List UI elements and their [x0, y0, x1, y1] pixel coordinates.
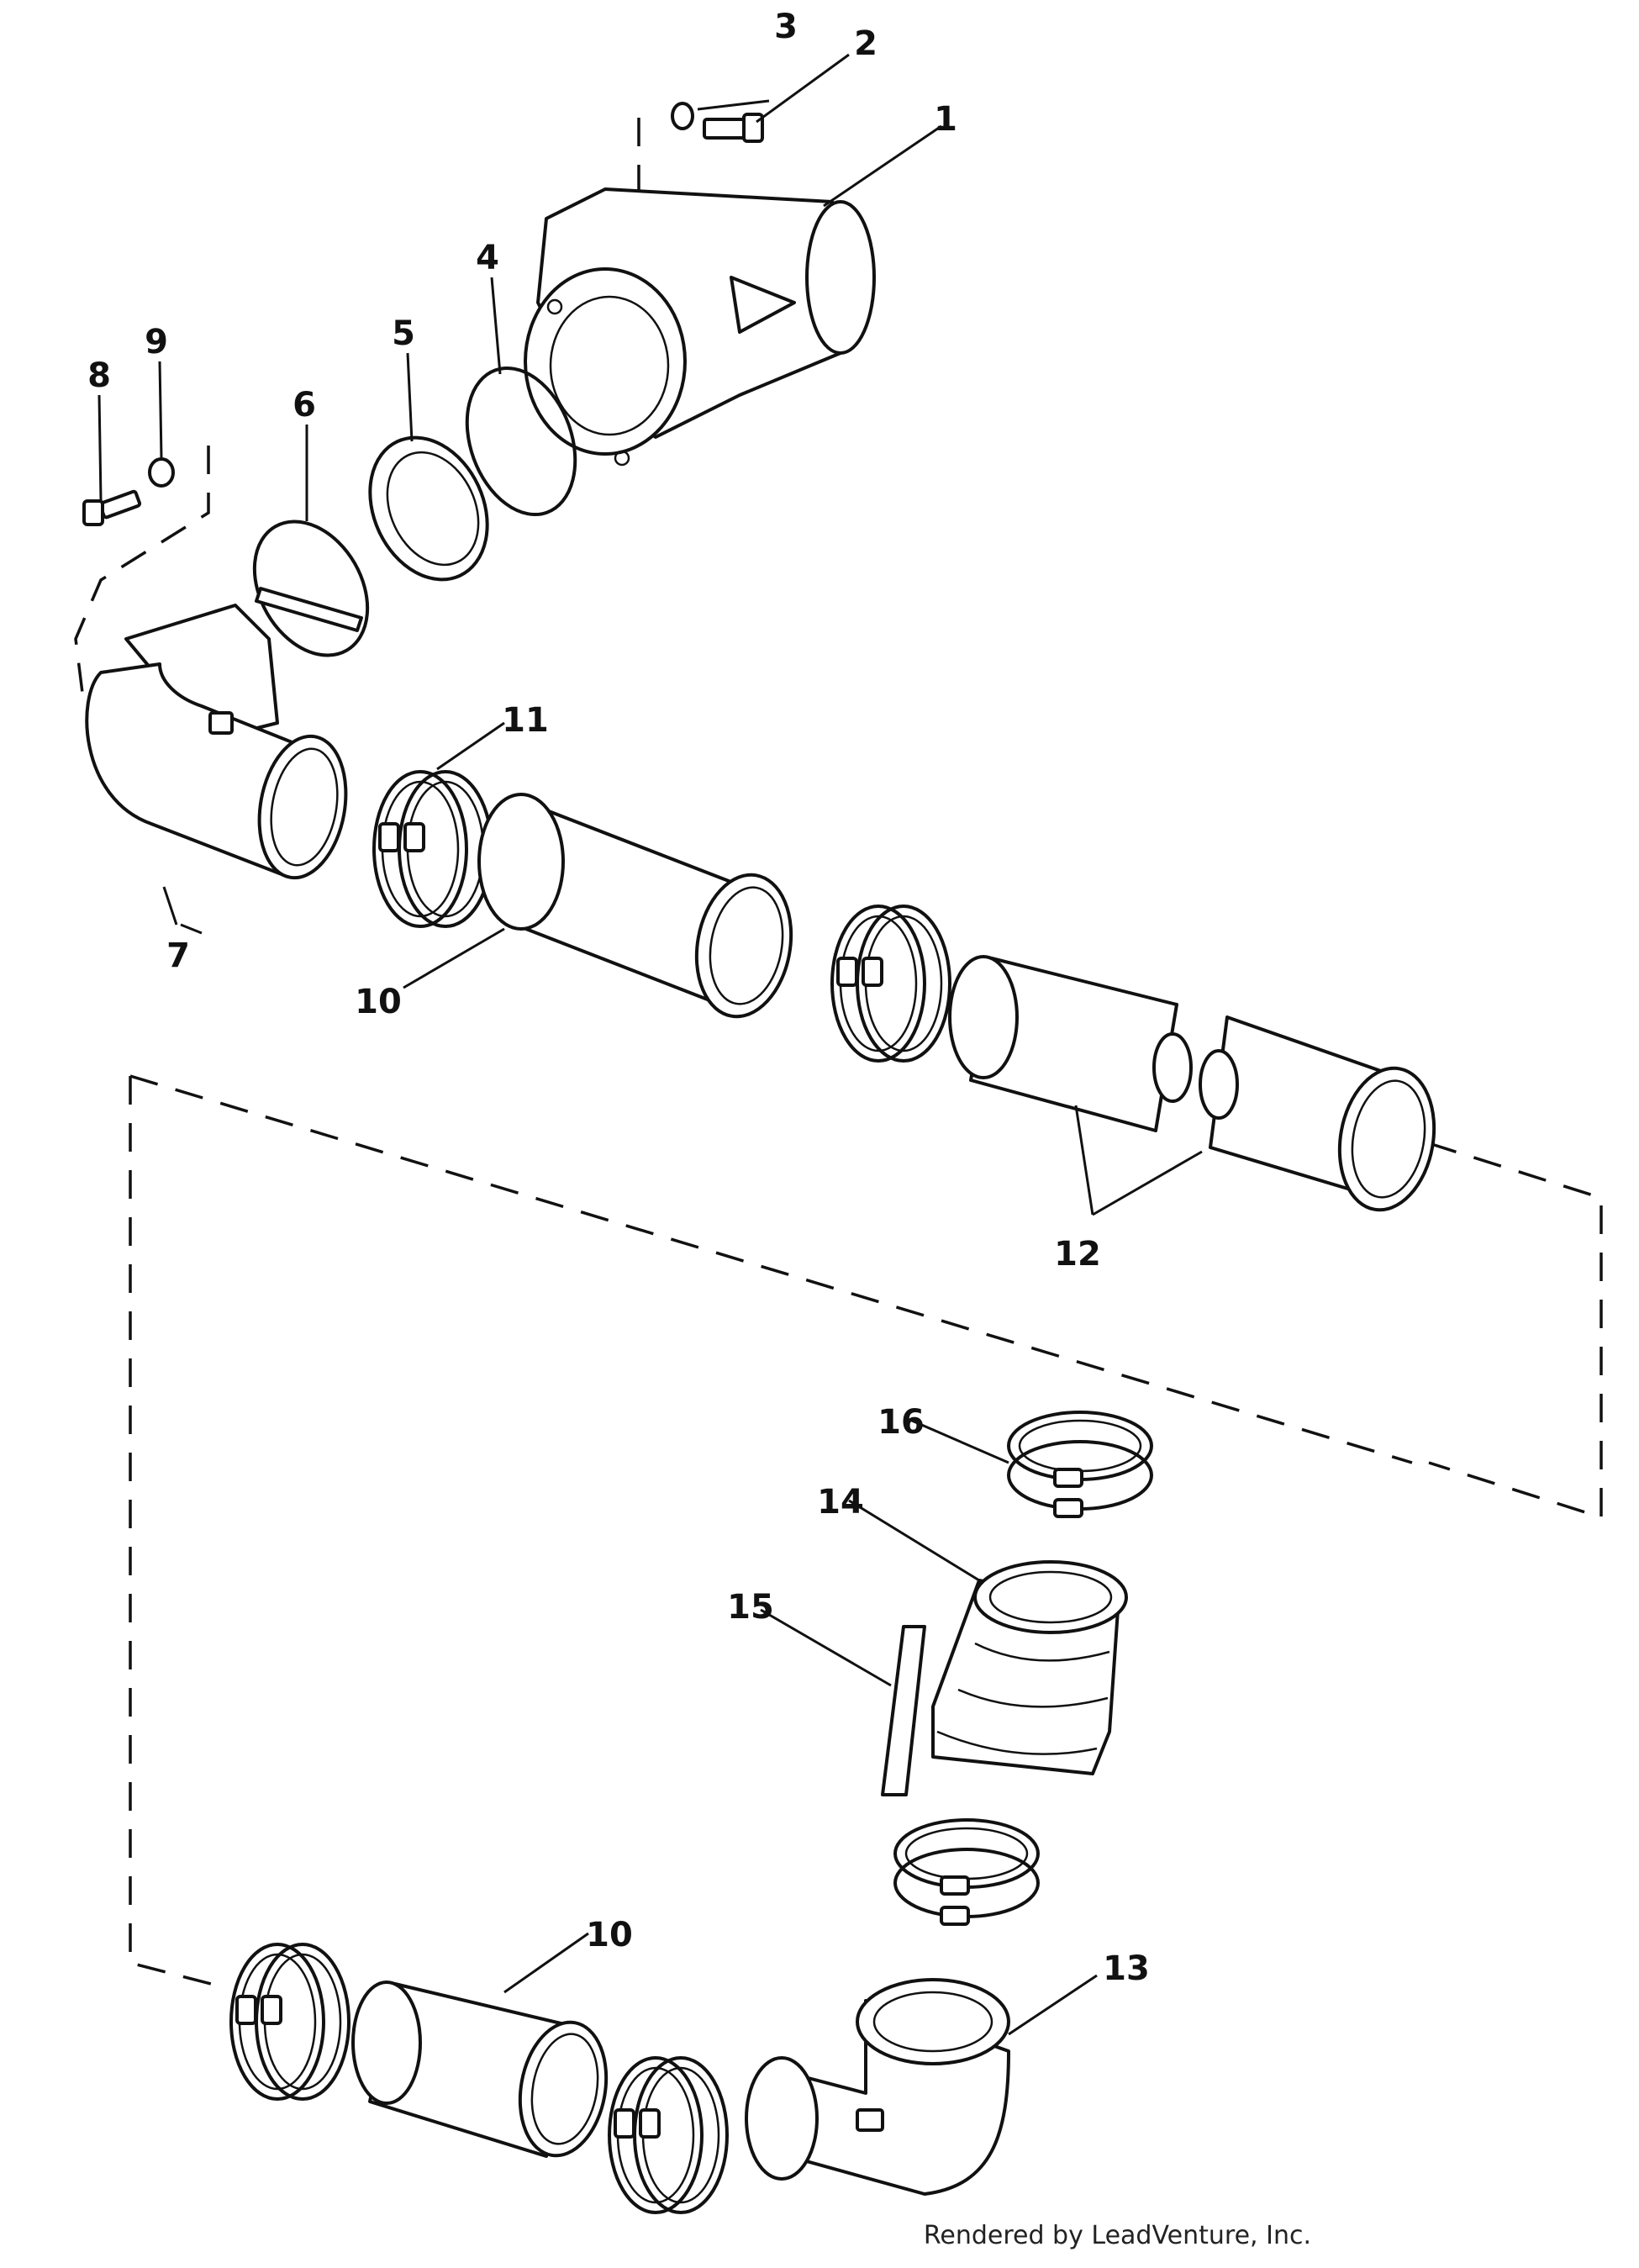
hose-clamps-lower-left: [229, 1943, 350, 2101]
part-11-hose-clamps: [372, 770, 493, 928]
leader-lines: [97, 53, 1203, 2036]
routing-dashed-lines: [74, 118, 1603, 1990]
callout-3: 3: [774, 8, 798, 46]
callout-1: 1: [934, 100, 957, 139]
callout-14: 14: [817, 1483, 864, 1522]
part-1-exhaust-housing: [524, 187, 876, 467]
part-13-exhaust-elbow-lower: [745, 1978, 1010, 2196]
callout-10-lower: 10: [586, 1916, 633, 1954]
callout-6: 6: [292, 386, 316, 425]
callout-9: 9: [145, 323, 168, 361]
callout-10-upper: 10: [355, 983, 402, 1021]
render-credit: Rendered by LeadVenture, Inc.: [923, 2221, 1311, 2250]
callout-16: 16: [877, 1403, 925, 1442]
callout-11: 11: [502, 701, 549, 740]
callout-labels: 1 2 3 4 5 6 7 8 9 10 11 12 13 14 15 16 1…: [87, 8, 1150, 1988]
part-4-o-ring: [465, 366, 577, 517]
part-9-washer: [148, 457, 175, 488]
callout-12: 12: [1054, 1235, 1101, 1274]
callout-15: 15: [727, 1588, 774, 1627]
part-2-bolt: [703, 113, 764, 143]
callout-7: 7: [166, 936, 190, 975]
hose-clamps-middle: [830, 905, 951, 1063]
part-15-strap: [881, 1625, 926, 1796]
callout-5: 5: [392, 314, 415, 353]
part-7-exhaust-elbow: [85, 604, 348, 880]
part-10-exhaust-hose-upper: [477, 793, 793, 1019]
part-5-ring-retainer: [368, 435, 489, 582]
part-16-hose-clamps: [1007, 1411, 1153, 1518]
part-6-flapper-valve: [252, 520, 370, 657]
callout-2: 2: [854, 24, 877, 63]
part-12-exhaust-tube: [948, 955, 1436, 1212]
part-14-exhaust-bellows: [931, 1560, 1128, 1775]
hose-clamps-lower-right: [608, 2056, 729, 2214]
part-10-exhaust-hose-lower: [351, 1981, 609, 2158]
bellows-lower-clamps: [893, 1818, 1040, 1926]
part-3-washer: [671, 102, 694, 130]
callout-8: 8: [87, 356, 111, 395]
callout-13: 13: [1103, 1949, 1150, 1988]
callout-4: 4: [476, 239, 499, 277]
part-8-screw: [82, 489, 142, 526]
